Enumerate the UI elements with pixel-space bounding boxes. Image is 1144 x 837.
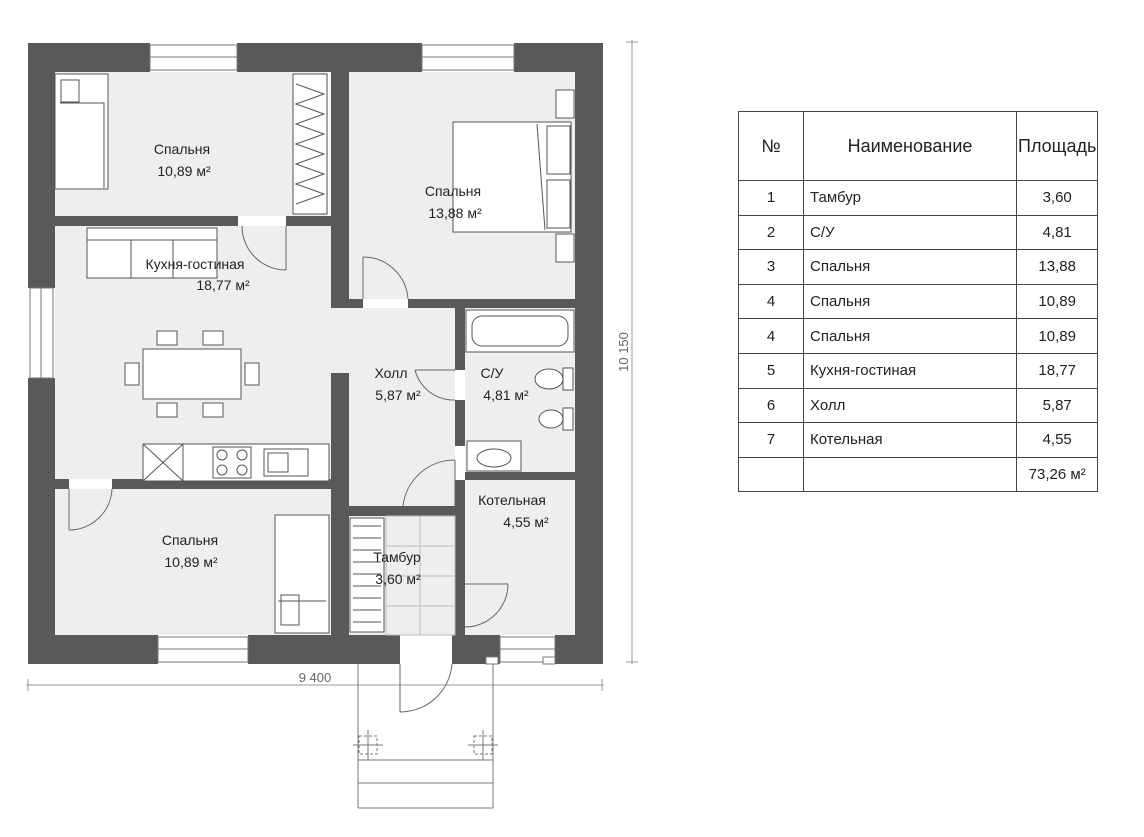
table-row: 7 Котельная 4,55 [738,422,1099,458]
room-labels: Спальня 10,89 м² Спальня 13,88 м² Кухня-… [145,141,549,587]
header-area: Площадь [1015,111,1099,181]
room-name-bedroom-bottom-left: Спальня [162,532,218,548]
room-area-bedroom-top-right: 13,88 м² [428,205,482,221]
row-area: 4,81 [1015,214,1099,251]
row-number: 4 [738,283,804,320]
row-area: 5,87 [1015,387,1099,424]
row-number: 2 [738,214,804,251]
header-number: № [738,111,804,181]
room-name-bedroom-top-left: Спальня [154,141,210,157]
row-name: Спальня [803,318,1017,354]
row-area: 4,55 [1015,422,1099,458]
room-name-bedroom-top-right: Спальня [425,183,481,199]
total-number [738,456,804,493]
room-name-boiler-room: Котельная [478,492,546,508]
total-area: 73,26 м² [1015,456,1099,493]
table-row: 1 Тамбур 3,60 [738,180,1099,216]
room-area-bathroom: 4,81 м² [483,387,529,403]
room-area-bedroom-top-left: 10,89 м² [157,163,211,179]
vestibule-tiles [385,515,456,636]
row-number: 6 [738,387,804,424]
room-area-kitchen-living: 18,77 м² [196,277,250,293]
row-name: Тамбур [803,180,1017,216]
row-name: С/У [803,214,1017,251]
room-area-bedroom-bottom-left: 10,89 м² [164,554,218,570]
walls [28,43,603,664]
total-name [803,456,1017,493]
row-area: 10,89 [1015,283,1099,320]
room-area-boiler-room: 4,55 м² [503,514,549,530]
porch [353,664,498,809]
floor-plan: 9 400 10 150 [26,40,638,809]
row-area: 10,89 [1015,318,1099,354]
row-area: 13,88 [1015,249,1099,285]
row-name: Спальня [803,283,1017,320]
room-area-vestibule: 3,60 м² [375,571,421,587]
table-total-row: 73,26 м² [738,456,1099,493]
windows [29,44,556,665]
row-number: 3 [738,249,804,285]
room-area-table: № Наименование Площадь 1 Тамбур 3,60 2 С… [738,111,1099,493]
row-name: Кухня-гостиная [803,352,1017,389]
table-row: 2 С/У 4,81 [738,214,1099,251]
doors [68,225,509,713]
width-dimension: 9 400 [299,670,332,685]
room-name-bathroom: С/У [481,365,504,381]
row-name: Спальня [803,249,1017,285]
table-row: 3 Спальня 13,88 [738,249,1099,285]
furniture [54,73,575,634]
row-number: 1 [738,180,804,216]
row-area: 18,77 [1015,352,1099,389]
header-name: Наименование [803,111,1017,181]
table-row: 6 Холл 5,87 [738,387,1099,424]
room-name-vestibule: Тамбур [373,549,421,565]
row-name: Котельная [803,422,1017,458]
table-row: 4 Спальня 10,89 [738,318,1099,354]
table-row: 5 Кухня-гостиная 18,77 [738,352,1099,389]
row-number: 4 [738,318,804,354]
row-number: 7 [738,422,804,458]
table-row: 4 Спальня 10,89 [738,283,1099,320]
row-name: Холл [803,387,1017,424]
room-name-kitchen-living: Кухня-гостиная [145,256,244,272]
room-name-hall: Холл [375,365,408,381]
room-area-hall: 5,87 м² [375,387,421,403]
row-number: 5 [738,352,804,389]
row-area: 3,60 [1015,180,1099,216]
table-header-row: № Наименование Площадь [738,111,1099,181]
dimension-lines [26,40,638,691]
height-dimension: 10 150 [616,332,631,372]
